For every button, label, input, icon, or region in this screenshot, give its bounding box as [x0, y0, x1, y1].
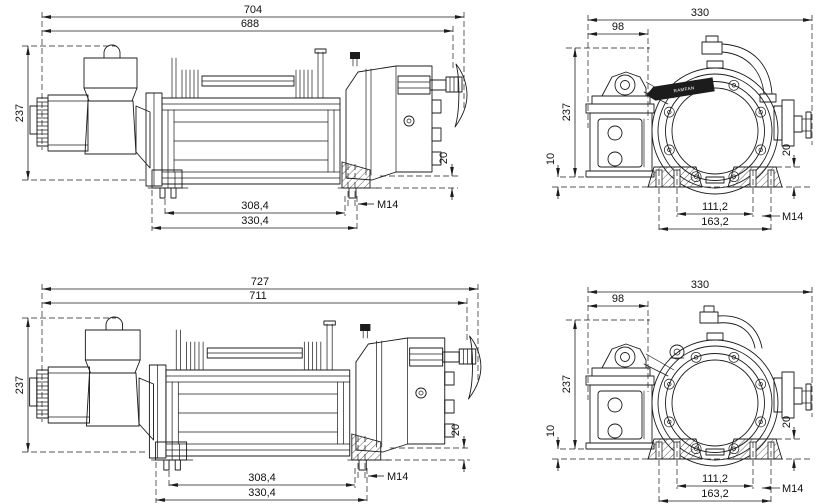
dim-label-span-inner: 308,4	[241, 200, 269, 212]
dim-label-overall: 727	[251, 276, 269, 288]
view-end-a: RAMFAN 330 98 237 10 20	[545, 7, 813, 231]
extension-lines-end-b	[552, 287, 813, 503]
dim-side-b-span-outer: 330,4	[155, 487, 368, 502]
hose-fitting-b	[669, 305, 763, 360]
dim-end-a-foot-height: 20	[781, 144, 796, 199]
extension-lines-side-b	[22, 284, 479, 503]
dim-label-foot-height: 20	[781, 144, 793, 156]
dim-end-a-pivot-offset: 98	[587, 21, 649, 36]
dim-side-b-foot-height: 20	[450, 424, 466, 472]
dim-label-span-inner: 308,4	[248, 472, 276, 484]
brand-badge: RAMFAN	[646, 77, 715, 101]
dim-label-overall: 330	[691, 279, 709, 291]
hose-and-badge: RAMFAN	[646, 35, 777, 103]
extension-lines-end-a	[552, 15, 813, 231]
dim-side-a-overall: 704	[41, 4, 465, 19]
dim-end-a-span-inner: 111,2	[676, 201, 754, 216]
dim-label-span-outer: 330,4	[248, 487, 276, 499]
dim-label-span-outer: 330,4	[241, 215, 269, 227]
dim-end-b-height: 237	[561, 319, 577, 450]
dim-end-a-span-outer: 163,2	[658, 216, 772, 231]
dim-side-b-span-inner: 308,4	[168, 472, 356, 487]
dim-label-span-outer: 163,2	[701, 216, 729, 228]
dim-side-b-height: 237	[14, 317, 30, 453]
dim-label-thread: M14	[782, 211, 803, 223]
dim-end-b-span-outer: 163,2	[658, 488, 772, 503]
dim-label-inner: 711	[249, 290, 267, 302]
dim-label-height: 237	[14, 104, 26, 122]
dim-label-overall: 330	[691, 7, 709, 19]
dim-side-b-thread: M14	[367, 471, 408, 483]
dim-label-base-gap: 10	[545, 153, 557, 165]
dim-end-b-pivot-offset: 98	[587, 293, 649, 308]
dim-label-thread: M14	[782, 483, 803, 495]
extension-lines-side-a	[22, 12, 465, 231]
dim-end-a-overall: 330	[587, 7, 813, 22]
dim-label-span-inner: 111,2	[702, 201, 728, 213]
dim-label-inner: 688	[241, 18, 259, 30]
dim-label-foot-height: 20	[438, 152, 450, 164]
dim-end-b-overall: 330	[587, 279, 813, 294]
dim-end-b-base-gap: 10	[545, 425, 560, 471]
dim-side-b-inner: 711	[41, 290, 468, 305]
dim-label-thread: M14	[387, 471, 408, 483]
dim-label-base-gap: 10	[545, 425, 557, 437]
dim-label-span-inner: 111,2	[702, 473, 728, 485]
dim-end-b-foot-height: 20	[781, 416, 796, 471]
dim-side-a-span-outer: 330,4	[151, 215, 358, 230]
brand-badge-text: RAMFAN	[673, 85, 695, 93]
dim-label-height: 237	[561, 103, 573, 121]
dim-end-b-span-inner: 111,2	[676, 473, 754, 488]
dim-side-a-height: 237	[14, 45, 30, 181]
dim-label-foot-height: 20	[450, 424, 462, 436]
dim-label-pivot-offset: 98	[612, 293, 624, 305]
dim-end-b-thread: M14	[761, 483, 803, 495]
dim-end-a-base-gap: 10	[545, 153, 560, 199]
dim-side-a-span-inner: 308,4	[164, 200, 346, 215]
dim-label-overall: 704	[244, 4, 262, 16]
view-side-b: 727 711 237 308,4 330,4 M14 20	[14, 276, 482, 503]
view-end-b: 330 98 237 10 20 111,2 163,2	[545, 279, 813, 503]
dim-end-a-height: 237	[561, 47, 577, 178]
dim-label-height: 237	[14, 376, 26, 394]
dim-label-span-outer: 163,2	[701, 488, 729, 500]
dim-side-a-foot-height: 20	[438, 152, 454, 200]
dim-side-b-overall: 727	[41, 276, 479, 291]
dim-side-a-thread: M14	[357, 199, 398, 211]
dim-label-thread: M14	[377, 199, 398, 211]
dim-end-a-thread: M14	[761, 211, 803, 223]
dim-label-foot-height: 20	[781, 416, 793, 428]
dim-label-height: 237	[561, 375, 573, 393]
view-side-a: 704 688 237 308,4 330,4 M14 20	[14, 4, 468, 231]
dim-label-pivot-offset: 98	[612, 21, 624, 33]
dim-side-a-inner: 688	[41, 18, 454, 33]
